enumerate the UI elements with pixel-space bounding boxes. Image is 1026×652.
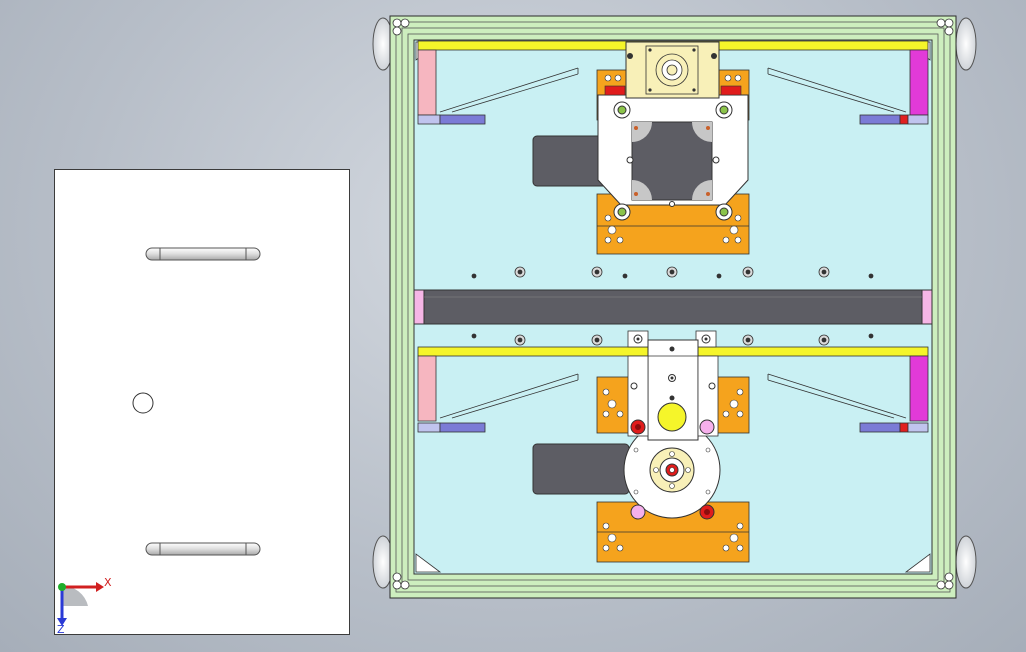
door-panel-part[interactable] [54, 169, 350, 635]
middle-beam [413, 289, 933, 325]
bolt-row-upper [471, 266, 874, 279]
door-handle-bottom [145, 542, 261, 556]
top-module [417, 40, 929, 255]
triad-z-label: Z [57, 623, 65, 636]
door-handle-top [145, 247, 261, 261]
triad-x-label: X [104, 576, 112, 589]
bottom-module [417, 330, 929, 563]
bolt-row-lower [471, 333, 874, 346]
coordinate-triad: X Z [57, 576, 112, 636]
corner-bolts [392, 18, 954, 590]
door-hole [132, 392, 154, 414]
caster-wheels [372, 17, 977, 589]
